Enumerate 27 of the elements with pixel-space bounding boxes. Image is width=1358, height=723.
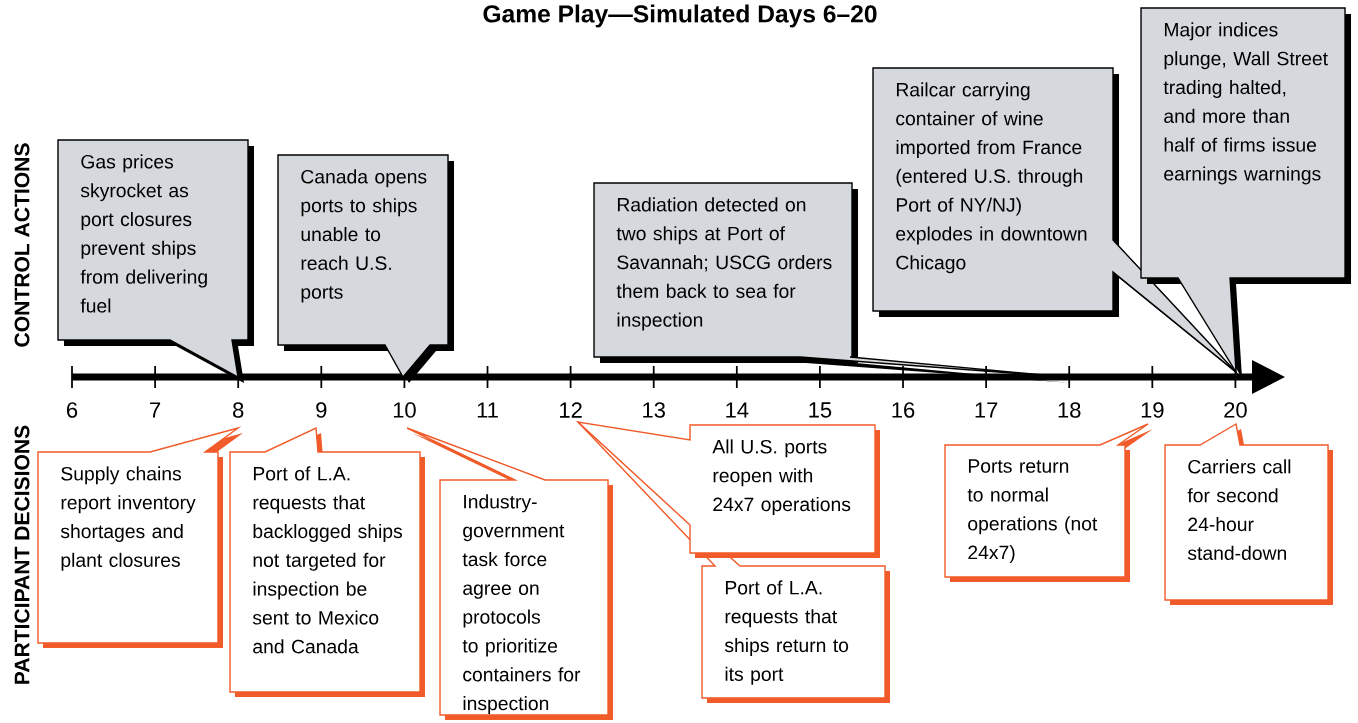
day-label: 9 bbox=[316, 402, 327, 418]
callout-box: Gas prices skyrocket as port closures prevent ships from delivering fuel bbox=[57, 139, 254, 383]
callout-box: Carriers call for second 24-hour stand-down bbox=[1164, 422, 1333, 605]
day-label: 14 bbox=[726, 402, 749, 418]
callout-box: Port of L.A. requests that backlogged ships not targeted for inspection be sent to Mexico and Canada bbox=[229, 426, 425, 697]
day-label: 10 bbox=[393, 402, 416, 418]
row-heading: CONTROL ACTIONS bbox=[14, 143, 30, 347]
day-label: 12 bbox=[560, 402, 582, 418]
day-label: 13 bbox=[643, 402, 665, 418]
day-label: 7 bbox=[150, 402, 161, 418]
callout-box: Industry-government task force agree on protocols to prioritize containers for inspection bbox=[406, 427, 613, 720]
callout-box: Supply chains report inventory shortages and plant closures bbox=[37, 426, 243, 648]
row-heading: PARTICIPANT DECISIONS bbox=[14, 425, 30, 684]
title: Game Play—Simulated Days 6–20 bbox=[483, 4, 877, 28]
day-label: 19 bbox=[1141, 402, 1164, 418]
day-label: 8 bbox=[233, 402, 244, 418]
day-label: 11 bbox=[477, 402, 498, 418]
day-label: 18 bbox=[1058, 402, 1081, 418]
day-label: 6 bbox=[67, 402, 78, 418]
callout-box: Ports return to normal operations (not 24x7) bbox=[944, 423, 1153, 582]
callout-box: Canada opens ports to ships unable to reach U.S. ports bbox=[277, 154, 454, 383]
day-label: 17 bbox=[975, 402, 998, 418]
day-label: 15 bbox=[809, 402, 832, 418]
day-label: 20 bbox=[1224, 402, 1247, 418]
callout-box: Major indices plunge, Wall Street trading halted, and more than half of firms issue earnings warnings bbox=[1140, 7, 1351, 378]
day-label: 16 bbox=[892, 402, 915, 418]
callout-box: All U.S. ports reopen with 24x7 operations bbox=[575, 420, 880, 558]
